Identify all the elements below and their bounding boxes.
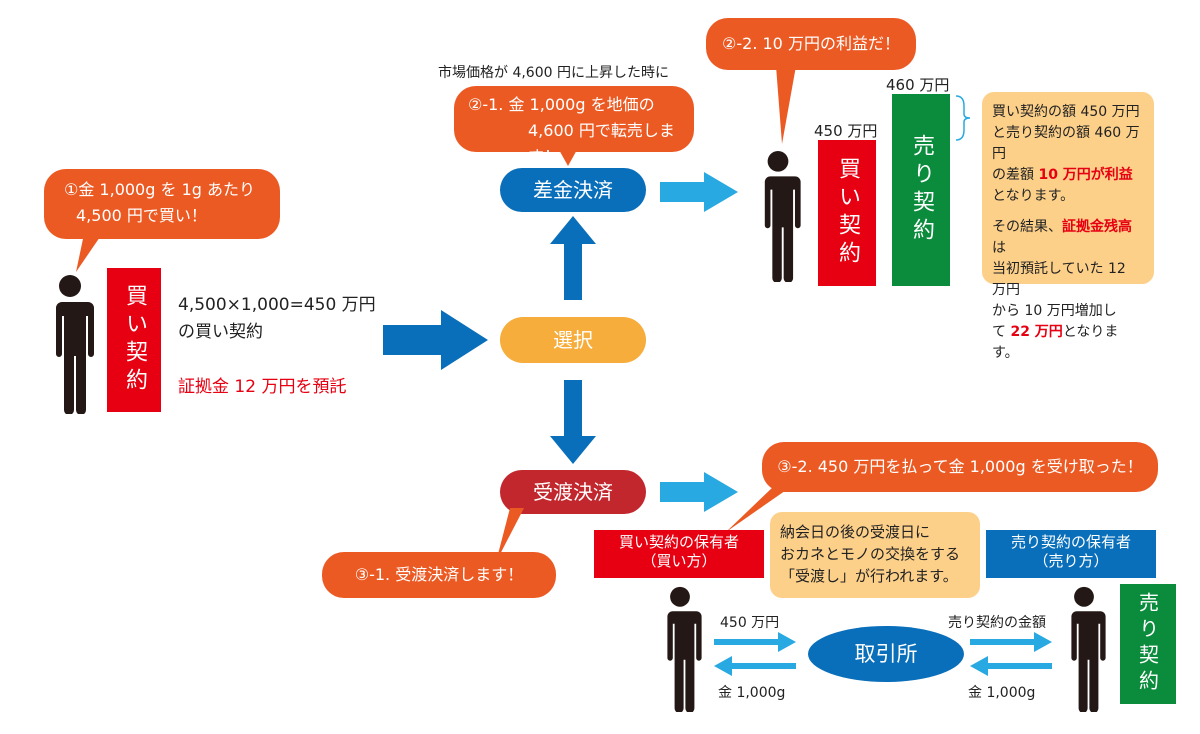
delivery-pill: 受渡決済 bbox=[500, 470, 646, 514]
delivery-pill-label: 受渡決済 bbox=[533, 480, 613, 504]
arrow-down-icon bbox=[550, 380, 596, 464]
step1-buy-contract-label: 買い契約 bbox=[122, 284, 147, 396]
arrow-to-profit-icon bbox=[660, 172, 738, 212]
difference-bubble-line2: 4,600 円で転売します！ bbox=[528, 121, 675, 166]
note-line5: その結果、証拠金残高は bbox=[992, 219, 1132, 256]
buyer-receive-arrow-icon bbox=[714, 656, 796, 676]
delivery-sell-label: 売り契約 bbox=[1135, 592, 1160, 696]
buyer-header-line1: 買い契約の保有者 bbox=[618, 533, 739, 551]
difference-condition-text: 市場価格が 4,600 円に上昇した時に bbox=[438, 65, 669, 81]
delivery-bubble1-tail bbox=[496, 508, 524, 562]
step1-margin-text: 証拠金 12 万円を預託 bbox=[178, 377, 347, 397]
profit-bubble-tail bbox=[776, 66, 796, 144]
info-line2: おカネとモノの交換をする bbox=[780, 545, 961, 563]
difference-sell-amount: 460 万円 bbox=[886, 76, 950, 94]
buyer-receive-label: 金 1,000g bbox=[718, 685, 786, 701]
delivery-sell-box: 売り契約 bbox=[1120, 584, 1176, 704]
step1-bubble-tail bbox=[76, 234, 102, 272]
exchange-ellipse: 取引所 bbox=[808, 626, 964, 682]
note-line4: となります。 bbox=[992, 188, 1075, 204]
person-buyer-icon bbox=[52, 275, 94, 414]
person-trader-icon bbox=[761, 150, 801, 282]
difference-bubble-line1: ②-1. 金 1,000g を地価の bbox=[468, 95, 655, 114]
delivery-info-box: 納会日の後の受渡日に おカネとモノの交換をする 「受渡し」が行われます。 bbox=[770, 512, 980, 598]
difference-pill-label: 差金決済 bbox=[533, 178, 613, 202]
seller-give-label: 金 1,000g bbox=[968, 685, 1036, 701]
seller-header: 売り契約の保有者 （売り方） bbox=[986, 530, 1156, 578]
buyer-pay-arrow-icon bbox=[714, 632, 796, 652]
difference-sell-label: 売り契約 bbox=[909, 134, 934, 246]
difference-buy-box: 買い契約 bbox=[818, 140, 876, 286]
buyer-pay-label: 450 万円 bbox=[720, 615, 780, 631]
step1-buy-contract-box: 買い契約 bbox=[107, 268, 161, 412]
difference-bubble: ②-1. 金 1,000g を地価の 4,600 円で転売します！ bbox=[454, 86, 694, 166]
note-line1: 買い契約の額 450 万円 bbox=[992, 104, 1140, 120]
seller-receive-arrow-icon bbox=[970, 632, 1052, 652]
profit-bubble-text: ②-2. 10 万円の利益だ！ bbox=[722, 34, 900, 53]
seller-header-line2: （売り方） bbox=[1033, 552, 1109, 570]
seller-receive-label: 売り契約の金額 bbox=[948, 615, 1046, 631]
exchange-label: 取引所 bbox=[854, 642, 918, 666]
step1-bubble-line2: 4,500 円で買い！ bbox=[76, 206, 207, 225]
info-line3: 「受渡し」が行われます。 bbox=[780, 567, 958, 585]
delivery-bubble-1-text: ③-1. 受渡決済します！ bbox=[354, 565, 524, 584]
note-line7: から 10 万円増加し bbox=[992, 303, 1117, 319]
profit-bubble: ②-2. 10 万円の利益だ！ bbox=[706, 18, 916, 70]
step1-calc-line1: 4,500×1,000=450 万円 bbox=[178, 295, 376, 315]
step1-bubble: ①金 1,000g を 1g あたり 4,500 円で買い！ bbox=[44, 169, 280, 239]
difference-buy-label: 買い契約 bbox=[835, 157, 860, 269]
person-delivery-seller-icon bbox=[1067, 586, 1106, 712]
choice-pill: 選択 bbox=[500, 317, 646, 363]
delivery-bubble2-tail bbox=[726, 486, 792, 532]
note-line6: 当初預託していた 12 万円 bbox=[992, 261, 1126, 298]
brace-icon bbox=[955, 95, 971, 141]
note-line3: の差額 10 万円が利益 bbox=[992, 167, 1133, 183]
difference-note: 買い契約の額 450 万円 と売り契約の額 460 万円 の差額 10 万円が利… bbox=[982, 92, 1154, 361]
seller-header-line1: 売り契約の保有者 bbox=[1010, 533, 1131, 551]
arrow-up-icon bbox=[550, 216, 596, 300]
buyer-header: 買い契約の保有者 （買い方） bbox=[594, 530, 764, 578]
choice-label: 選択 bbox=[553, 328, 593, 352]
arrow-to-delivery-icon bbox=[660, 472, 738, 512]
person-delivery-buyer-icon bbox=[663, 586, 702, 712]
difference-pill: 差金決済 bbox=[500, 168, 646, 212]
delivery-bubble-1: ③-1. 受渡決済します！ bbox=[322, 552, 556, 598]
info-line1: 納会日の後の受渡日に bbox=[780, 523, 931, 541]
step1-calc-line2: の買い契約 bbox=[178, 322, 263, 342]
arrow-to-choice-icon bbox=[383, 310, 488, 370]
seller-give-arrow-icon bbox=[970, 656, 1052, 676]
difference-buy-amount: 450 万円 bbox=[814, 122, 878, 140]
buyer-header-line2: （買い方） bbox=[641, 552, 717, 570]
step1-bubble-line1: ①金 1,000g を 1g あたり bbox=[64, 180, 255, 199]
delivery-bubble-2: ③-2. 450 万円を払って金 1,000g を受け取った！ bbox=[762, 442, 1158, 492]
delivery-bubble-2-text: ③-2. 450 万円を払って金 1,000g を受け取った！ bbox=[777, 457, 1143, 476]
note-line2: と売り契約の額 460 万円 bbox=[992, 125, 1140, 162]
difference-sell-box: 売り契約 bbox=[892, 94, 950, 286]
difference-bubble-tail bbox=[558, 148, 578, 166]
note-line8: て 22 万円となります。 bbox=[992, 324, 1119, 361]
